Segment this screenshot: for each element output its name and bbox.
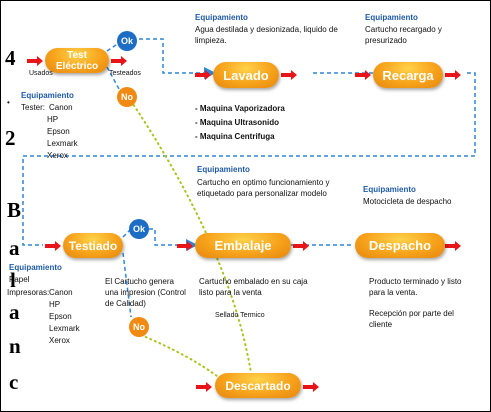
- overlay-number: 2: [5, 126, 16, 150]
- lavado-equipment-heading: Equipamiento: [195, 13, 248, 22]
- no-badge: No: [129, 317, 149, 337]
- machine-item: - Maquina Ultrasonido: [195, 118, 279, 127]
- arrow-icon: [303, 382, 319, 392]
- arrow-icon: [445, 241, 461, 251]
- recarga-equipment-heading: Equipamiento: [365, 13, 418, 22]
- brand-item: Epson: [47, 127, 70, 136]
- no-badge: No: [117, 87, 137, 107]
- brand-item: Lexmark: [47, 139, 78, 148]
- despacho-note: Producto terminado y listo para la venta…: [369, 277, 462, 297]
- overlay-letter: n: [9, 334, 21, 358]
- brand-item: Lexmark: [49, 324, 80, 333]
- overlay-letter: c: [9, 370, 19, 394]
- recarga-equipment-text: Cartucho recargado y presurizado: [365, 25, 442, 45]
- step-lavado: Lavado: [213, 62, 279, 88]
- step-despacho: Despacho: [355, 233, 445, 258]
- overlay-number: 4: [5, 46, 16, 70]
- overlay-letter: l: [10, 268, 16, 292]
- brand-item: Canon: [49, 288, 73, 297]
- dashed-connector-testiado-no: [122, 252, 132, 318]
- brand-item: Canon: [49, 103, 73, 112]
- dotted-line-no-descartado-2: [140, 334, 222, 380]
- test-equipment-heading: Equipamiento: [21, 91, 74, 100]
- arrow-icon: [293, 241, 309, 251]
- arrow-icon: [195, 70, 211, 80]
- impresoras-label: Impresoras:: [7, 288, 50, 297]
- machine-item: - Maquina Vaporizadora: [195, 104, 285, 113]
- step-embalaje: Embalaje: [195, 233, 291, 258]
- step-recarga: Recarga: [373, 62, 443, 88]
- dashed-connector-wrap: [22, 72, 476, 246]
- overlay-bullet: •: [7, 98, 10, 107]
- arrow-icon: [281, 70, 297, 80]
- papel-label: Papel: [9, 275, 30, 284]
- brand-item: Xerox: [47, 151, 68, 160]
- tester-label: Tester:: [21, 103, 46, 112]
- sellado-note: Sellado Termico: [215, 312, 265, 319]
- label-testeados: Testeados: [109, 70, 141, 77]
- testiado-note: El Cartucho genera una impresion (Contro…: [105, 277, 186, 308]
- dashed-connector-ok-lavado: [106, 42, 120, 52]
- arrow-icon: [445, 70, 461, 80]
- embalaje-equipment-text: Cartucho en optimo funcionamiento y etiq…: [197, 178, 330, 198]
- overlay-letter: a: [9, 300, 20, 324]
- overlay-letter: B: [7, 198, 22, 222]
- ok-badge: Ok: [117, 31, 137, 51]
- step-testiado: Testiado: [63, 233, 123, 258]
- embalaje-note: Cartucho embalado en su caja listo para …: [199, 277, 308, 297]
- brand-item: HP: [47, 115, 59, 124]
- ok-badge: Ok: [129, 219, 149, 239]
- despacho-equipment-text: Motocicleta de despacho: [363, 197, 452, 206]
- machine-item: - Maquina Centrifuga: [195, 132, 275, 141]
- brand-item: HP: [49, 300, 61, 309]
- arrow-icon: [45, 241, 61, 251]
- despacho-note-2: Recepción por parte del cliente: [369, 309, 454, 329]
- brand-item: Epson: [49, 312, 72, 321]
- step-descartado: Descartado: [215, 373, 301, 398]
- arrow-icon: [355, 70, 371, 80]
- arrow-icon: [27, 56, 43, 66]
- step-test-electrico: Test Eléctrico: [45, 48, 109, 73]
- embalaje-equipment-heading: Equipamiento: [197, 165, 250, 174]
- arrow-icon: [196, 382, 212, 392]
- despacho-equipment-heading: Equipamiento: [363, 185, 416, 194]
- overlay-letter: a: [9, 236, 20, 260]
- arrow-icon: [111, 56, 127, 66]
- testiado-equipment-heading: Equipamiento: [9, 263, 62, 272]
- arrow-icon: [177, 241, 193, 251]
- dashed-connector-ok-embalaje: [149, 228, 198, 251]
- lavado-equipment-text: Agua destilada y desionizada, liquido de…: [195, 25, 338, 45]
- label-usados: Usados: [29, 70, 53, 77]
- brand-item: Xerox: [49, 336, 70, 345]
